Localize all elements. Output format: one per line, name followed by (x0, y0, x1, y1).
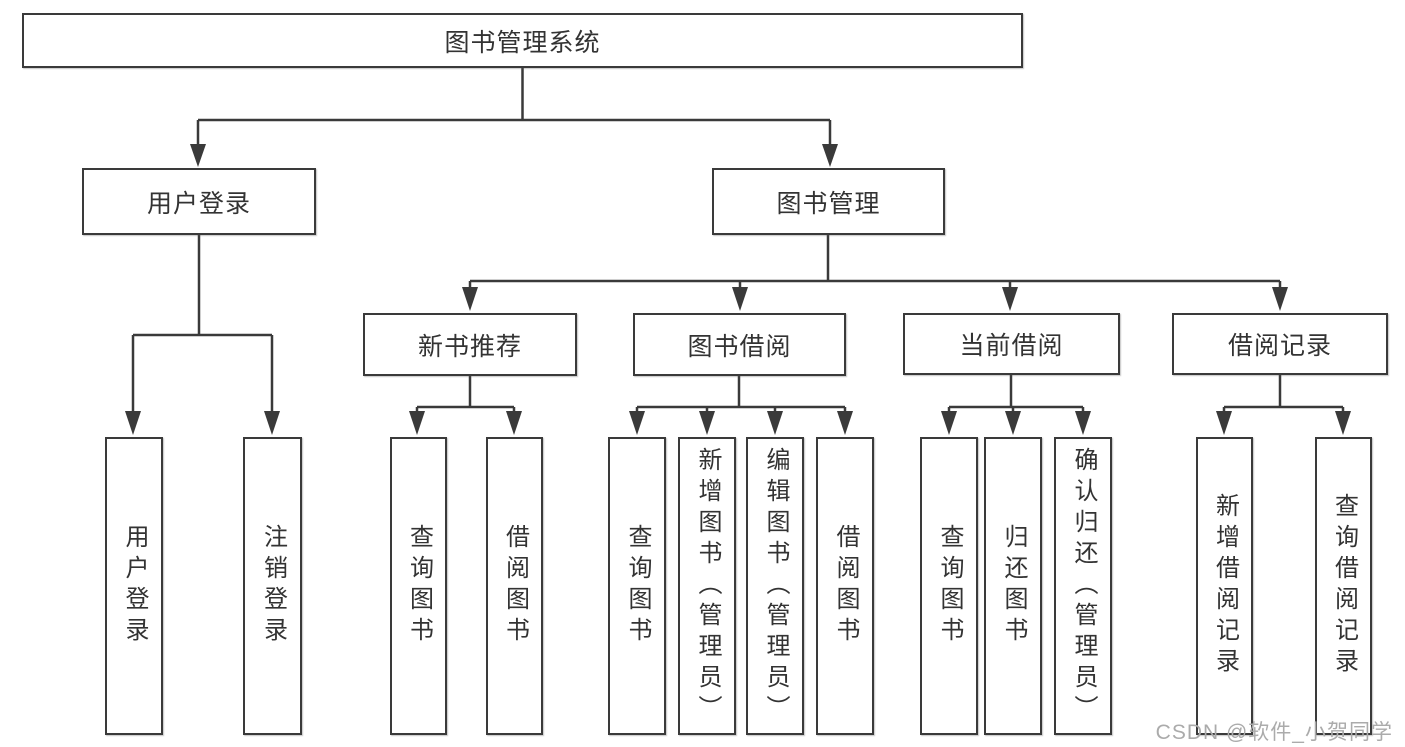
connector-root-to-level2 (190, 68, 838, 167)
node-label: 查询图书 (405, 524, 433, 648)
node-book-borrow: 图书借阅 (633, 313, 846, 376)
node-borrow-records: 借阅记录 (1172, 313, 1388, 375)
node-label: 借阅记录 (1227, 332, 1332, 360)
connector-book-mgmt-groups (462, 235, 1288, 311)
node-label: 新书推荐 (417, 332, 522, 361)
leaf-user-login: 用户登录 (105, 437, 163, 735)
node-label: 查询借阅记录 (1330, 493, 1358, 679)
leaf-logout: 注销登录 (243, 437, 302, 735)
node-label: 图书借阅 (687, 332, 792, 361)
node-label: 用户登录 (121, 524, 148, 648)
node-label: 借阅图书 (832, 524, 859, 648)
node-label: 当前借阅 (959, 332, 1064, 360)
connector-new-book-children (409, 376, 522, 435)
node-label: 注销登录 (259, 524, 287, 648)
leaf-borrow-book: 借阅图书 (816, 437, 874, 735)
connector-current-borrow-children (941, 375, 1091, 435)
node-library-system: 图书管理系统 (22, 13, 1023, 68)
node-label: 图书管理 (776, 189, 881, 218)
leaf-query-borrow-record: 查询借阅记录 (1315, 437, 1372, 735)
leaf-add-book-admin: 新增图书（管理员） (678, 437, 736, 735)
connector-user-login-children (125, 235, 280, 435)
leaf-confirm-return-admin: 确认归还（管理员） (1054, 437, 1112, 735)
node-label: 编辑图书（管理员） (762, 446, 789, 726)
node-label: 确认归还（管理员） (1070, 446, 1097, 726)
node-label: 新增图书（管理员） (694, 446, 721, 726)
leaf-query-book-recommend: 查询图书 (390, 437, 447, 735)
leaf-edit-book-admin: 编辑图书（管理员） (746, 437, 804, 735)
node-user-login: 用户登录 (82, 168, 316, 235)
leaf-query-book-borrow: 查询图书 (608, 437, 666, 735)
node-label: 新增借阅记录 (1211, 493, 1239, 679)
leaf-add-borrow-record: 新增借阅记录 (1196, 437, 1253, 735)
connector-book-borrow-children (629, 376, 853, 435)
node-label: 查询图书 (936, 524, 963, 648)
node-label: 借阅图书 (501, 524, 529, 648)
leaf-query-book-current: 查询图书 (920, 437, 978, 735)
node-current-borrow: 当前借阅 (903, 313, 1120, 375)
node-label: 用户登录 (146, 189, 251, 218)
leaf-return-book: 归还图书 (984, 437, 1042, 735)
node-new-book-recommend: 新书推荐 (363, 313, 577, 376)
node-book-management: 图书管理 (712, 168, 945, 235)
node-label: 归还图书 (1000, 524, 1027, 648)
node-label: 图书管理系统 (444, 28, 601, 57)
leaf-borrow-book-recommend: 借阅图书 (486, 437, 543, 735)
watermark: CSDN @软件_小贺同学 (1155, 721, 1393, 744)
node-label: 查询图书 (624, 524, 651, 648)
connector-borrow-records-children (1216, 375, 1351, 435)
